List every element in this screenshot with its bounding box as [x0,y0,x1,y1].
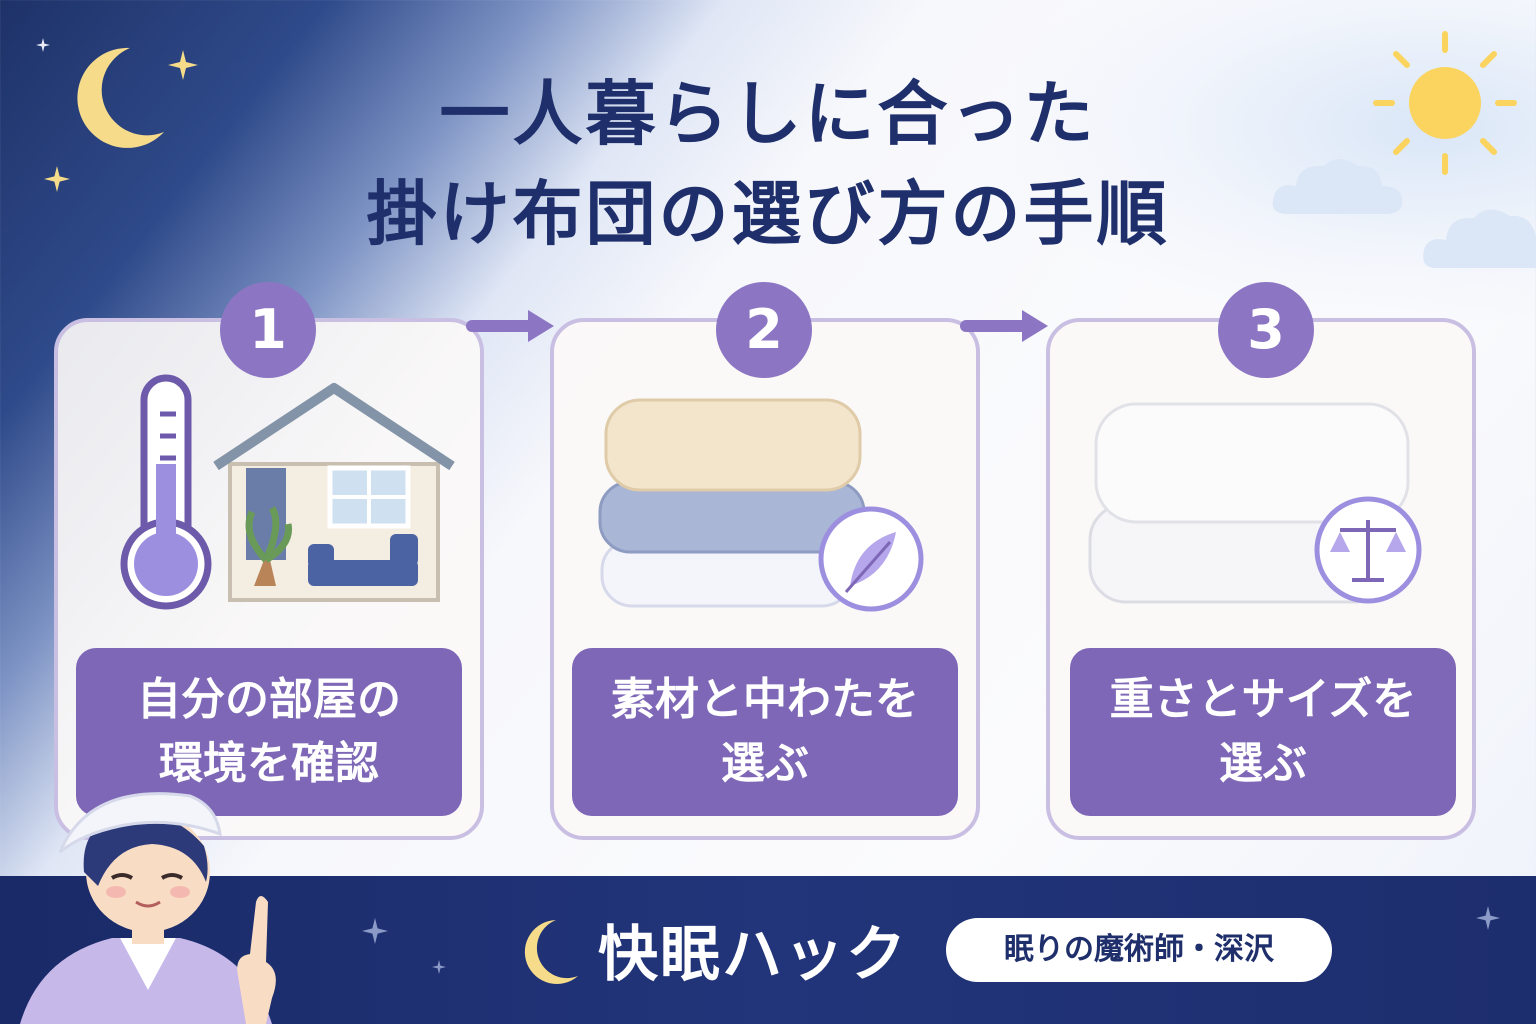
author-badge: 眠りの魔術師・深沢 [946,918,1332,982]
star-icon [362,918,388,944]
folded-comforter-icon [598,398,866,608]
step-number-3: 3 [1218,282,1314,378]
cloud-icon [1423,209,1536,268]
crescent-moon-icon [77,47,164,148]
star-icon [1476,906,1500,930]
star-icon [168,50,198,80]
arrow-right-icon [466,310,554,342]
step-label-1-line2: 環境を確認 [159,738,379,789]
step-label-1-line1: 自分の部屋の [137,674,401,725]
step-label-2-line2: 選ぶ [721,738,809,789]
thermometer-icon [120,374,212,610]
brand-name: 快眠ハック [598,920,908,990]
sun-icon [1373,31,1517,175]
scale-icon [1314,496,1422,604]
step-number-2: 2 [716,282,812,378]
step-label-2: 素材と中わたを 選ぶ [572,648,958,816]
step-label-2-line1: 素材と中わたを [611,674,919,725]
step-label-3-line1: 重さとサイズを [1109,674,1417,725]
step-label-1: 自分の部屋の 環境を確認 [76,648,462,816]
feather-icon [818,506,924,612]
star-icon [36,38,50,52]
star-icon [432,960,446,974]
crescent-moon-icon [524,920,578,984]
page-title-line2: 掛け布団の選び方の手順 [366,173,1170,255]
arrow-right-icon [960,310,1048,342]
folded-comforter-icon [1088,402,1410,604]
step-label-3: 重さとサイズを 選ぶ [1070,648,1456,816]
step-number-1: 1 [220,282,316,378]
house-icon [213,383,455,602]
star-icon [44,166,70,192]
mascot-character [20,792,276,1024]
step-label-3-line2: 選ぶ [1219,738,1307,789]
page-title-line1: 一人暮らしに合った [439,73,1097,155]
cloud-icon [1272,159,1403,214]
